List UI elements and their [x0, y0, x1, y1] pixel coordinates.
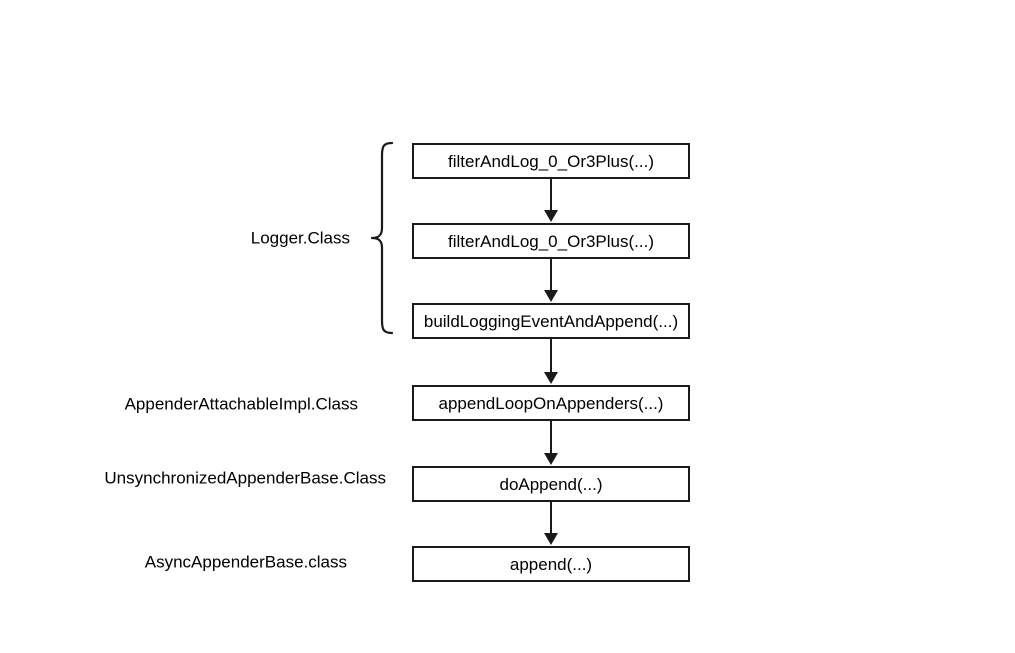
arrow-shaft-3-to-4	[550, 339, 552, 373]
node-filter-and-log-1[interactable]: filterAndLog_0_Or3Plus(...)	[412, 143, 690, 179]
node-filter-and-log-2[interactable]: filterAndLog_0_Or3Plus(...)	[412, 223, 690, 259]
arrow-head-5-to-6	[544, 533, 558, 545]
arrow-shaft-1-to-2	[550, 179, 552, 211]
arrow-shaft-4-to-5	[550, 421, 552, 454]
class-label-unsynchronized-appender-base: UnsynchronizedAppenderBase.Class	[104, 468, 386, 488]
logger-group-brace	[370, 141, 394, 335]
class-label-logger: Logger.Class	[250, 228, 350, 248]
node-build-logging-event-and-append[interactable]: buildLoggingEventAndAppend(...)	[412, 303, 690, 339]
arrow-head-3-to-4	[544, 372, 558, 384]
arrow-head-4-to-5	[544, 453, 558, 465]
arrow-head-2-to-3	[544, 290, 558, 302]
arrow-head-1-to-2	[544, 210, 558, 222]
node-do-append[interactable]: doAppend(...)	[412, 466, 690, 502]
node-append-loop-on-appenders[interactable]: appendLoopOnAppenders(...)	[412, 385, 690, 421]
node-append[interactable]: append(...)	[412, 546, 690, 582]
arrow-shaft-5-to-6	[550, 502, 552, 534]
arrow-shaft-2-to-3	[550, 259, 552, 291]
class-label-async-appender-base: AsyncAppenderBase.class	[144, 552, 347, 572]
class-label-appender-attachable-impl: AppenderAttachableImpl.Class	[124, 394, 358, 414]
